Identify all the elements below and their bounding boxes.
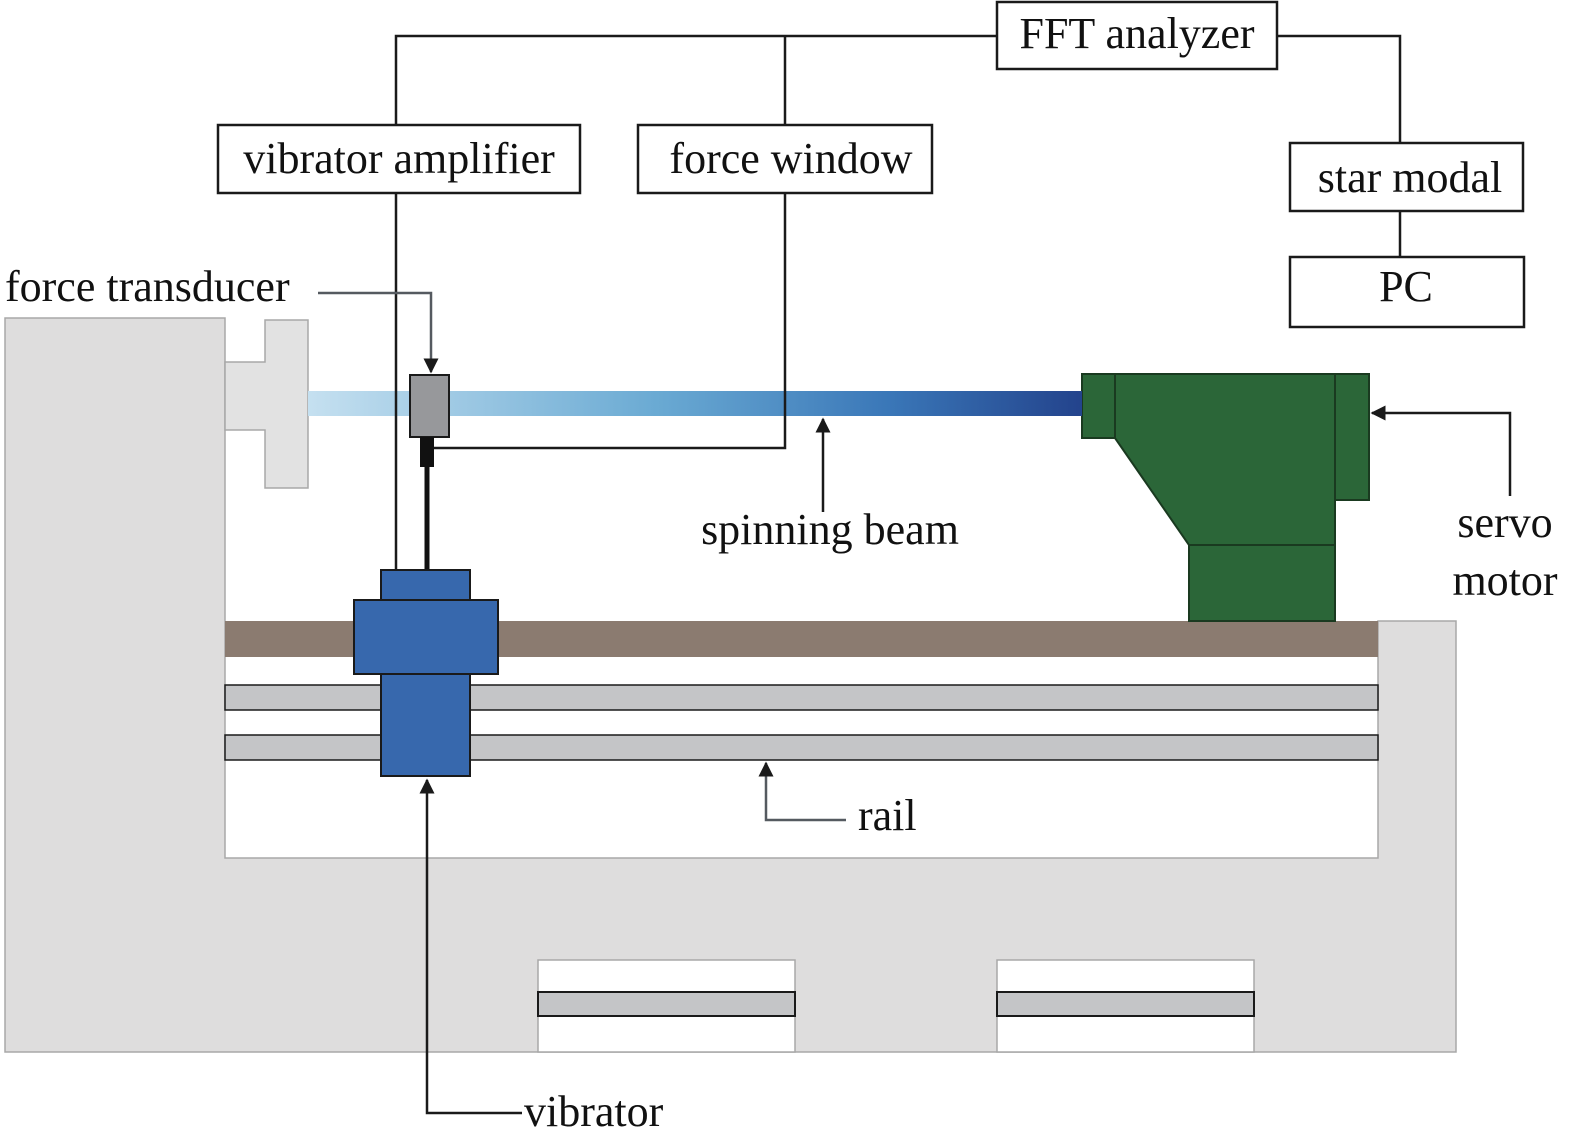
star-modal-label: star modal	[1318, 153, 1503, 202]
vibrator-leader	[419, 778, 522, 1115]
servo-motor-leader	[1370, 405, 1512, 496]
vibrator-amplifier-label: vibrator amplifier	[243, 134, 555, 183]
force-window-label: force window	[669, 134, 912, 183]
force-window-box: force window	[636, 123, 934, 195]
force-transducer-leader	[318, 291, 439, 374]
rail-label: rail	[858, 791, 917, 840]
servo-motor-label-line2: motor	[1452, 556, 1557, 605]
servo-motor-label-line1: servo	[1457, 498, 1552, 547]
rail-leader	[758, 761, 846, 822]
fft-analyzer-label: FFT analyzer	[1019, 9, 1254, 58]
vibrator-body	[353, 569, 499, 777]
bearing-housing	[224, 319, 309, 489]
lower-slot-left	[537, 959, 796, 1053]
lower-slot-right	[996, 959, 1255, 1053]
spinning-beam-label: spinning beam	[701, 505, 959, 554]
force-transducer-label: force transducer	[5, 262, 290, 311]
base-frame	[4, 317, 1457, 1053]
pc-box: PC	[1288, 255, 1526, 329]
star-modal-box: star modal	[1288, 141, 1525, 213]
pc-label: PC	[1379, 262, 1433, 311]
vibrator-amplifier-box: vibrator amplifier	[216, 123, 582, 195]
fft-analyzer-box: FFT analyzer	[995, 0, 1279, 71]
vibrator-label: vibrator	[524, 1087, 664, 1136]
force-transducer-body	[409, 374, 450, 438]
servo-motor	[1081, 373, 1370, 622]
stinger-tip	[420, 437, 434, 467]
signal-wiring	[394, 34, 1402, 570]
